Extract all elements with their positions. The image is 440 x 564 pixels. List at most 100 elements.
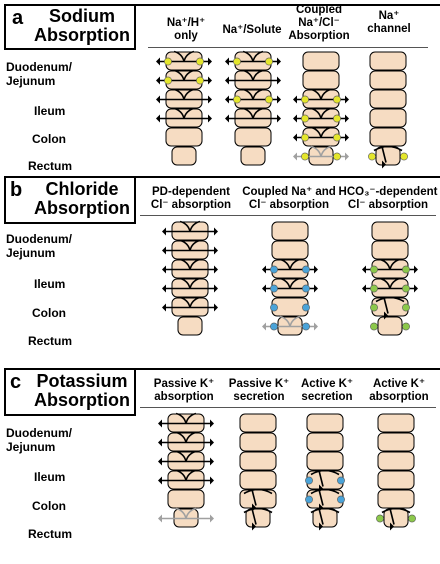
arrow-shaft — [389, 508, 395, 525]
arrow-head — [293, 95, 297, 104]
intestine-segment — [383, 508, 409, 528]
panel-potassium-absorption: c Potassium Absorption Passive K⁺ absorp… — [0, 364, 440, 551]
intestine-segment — [271, 240, 309, 260]
intestine-segment — [369, 51, 407, 71]
transport-arrow — [162, 220, 218, 236]
panel-b-column-header-1: PD-dependent Cl⁻ absorption — [140, 186, 242, 212]
panel-a-intestine-na-solute — [225, 50, 281, 166]
arrow-head — [225, 114, 229, 123]
arrow-head — [225, 95, 229, 104]
arrow-head — [162, 265, 166, 274]
panel-b-row-label-ileum: Ileum — [34, 277, 66, 291]
column-header-line: Na⁺ — [378, 10, 400, 22]
panel-a-row-label-ileum: Ileum — [34, 104, 66, 118]
transporter-dot — [270, 303, 278, 312]
arrow-branch — [310, 126, 332, 138]
arrow-head — [262, 265, 266, 274]
panel-c-title: Potassium Absorption — [30, 372, 134, 410]
panel-c-title-line-1: Potassium — [36, 371, 128, 391]
panel-b-row-label-colon: Colon — [32, 306, 66, 320]
arrow-head — [277, 95, 281, 104]
transporter-dot — [164, 76, 172, 85]
intestine-segment — [369, 127, 407, 147]
arrow-head — [362, 265, 366, 274]
arrow-branch — [310, 88, 332, 100]
panel-b-intestine-pd-dependent — [162, 220, 218, 336]
panel-b-title: Chloride Absorption — [30, 180, 134, 218]
arrow-head — [214, 246, 218, 255]
arrow-head — [210, 514, 214, 523]
arrow-head — [158, 476, 162, 485]
arrow-head — [345, 95, 349, 104]
intestine-segment — [377, 470, 415, 490]
panel-c-row-label-ileum: Ileum — [34, 470, 66, 484]
panel-b-letter: b — [10, 179, 23, 201]
column-header-line: only — [174, 30, 198, 42]
panel-c-intestine-active-absorption — [376, 413, 416, 531]
arrow-branch — [279, 277, 301, 289]
arrow-head — [210, 476, 214, 485]
transport-arrow — [310, 507, 340, 531]
arrow-shaft — [251, 508, 257, 525]
arrow-head — [345, 114, 349, 123]
arrow-curve — [381, 507, 411, 514]
arrow-head — [314, 265, 318, 274]
transport-arrow — [158, 431, 214, 447]
arrow-branch — [175, 450, 197, 462]
intestine-segment — [371, 221, 409, 241]
arrow-curve — [310, 507, 340, 514]
column-header-line: Active K⁺ — [372, 378, 426, 390]
intestine-segment — [239, 413, 277, 433]
panel-a-title-line-1: Sodium — [49, 6, 115, 26]
transporter-dot — [402, 265, 410, 274]
arrow-branch — [179, 296, 201, 308]
column-header-line: Cl⁻ absorption — [347, 199, 429, 211]
panel-b-row-label-rectum: Rectum — [28, 334, 73, 348]
arrow-branch — [173, 107, 195, 119]
panel-a-column-header-2: Na⁺/Solute — [214, 24, 290, 37]
column-header-line: PD-dependent — [152, 186, 230, 198]
panel-b-intestine-coupled-na-cl — [262, 221, 318, 336]
intestine-segment — [306, 432, 344, 452]
transport-arrow — [158, 412, 214, 428]
arrow-head — [208, 95, 212, 104]
arrow-head — [414, 265, 418, 274]
arrow-branch — [173, 88, 195, 100]
transporter-dot — [337, 495, 345, 504]
arrow-head — [162, 227, 166, 236]
arrow-head — [214, 227, 218, 236]
arrow-branch — [379, 258, 401, 270]
row-label-line: Duodenum/ — [6, 426, 72, 440]
panel-a-column-header-3: Coupled Na⁺/Cl⁻ Absorption — [284, 4, 354, 43]
column-header-line: Active K⁺ — [300, 378, 354, 390]
transport-arrow — [162, 239, 218, 255]
panel-c-column-header-2: Passive K⁺ secretion — [222, 378, 296, 404]
arrow-branch — [279, 315, 301, 327]
arrow-curve — [373, 145, 403, 152]
panel-c-row-label-colon: Colon — [32, 499, 66, 513]
transport-arrow — [243, 507, 273, 531]
panel-b-column-rule — [140, 215, 436, 216]
panel-b-top-rule — [136, 176, 440, 178]
intestine-segment — [377, 432, 415, 452]
arrow-head — [345, 133, 349, 142]
arrow-curve — [243, 507, 273, 514]
arrow-branch — [173, 50, 195, 62]
intestine-segment — [234, 127, 272, 147]
row-label-line: Duodenum/ — [6, 232, 72, 246]
column-header-line: Na⁺/Solute — [222, 24, 282, 36]
arrow-shaft — [318, 508, 324, 525]
column-header-line: absorption — [369, 391, 429, 403]
column-header-line: Cl⁻ absorption — [248, 199, 330, 211]
panel-a-row-label-duodenum: Duodenum/ Jejunum — [6, 60, 72, 88]
arrow-head — [414, 284, 418, 293]
arrow-head — [210, 419, 214, 428]
arrow-head — [158, 514, 162, 523]
arrow-head — [277, 76, 281, 85]
arrow-head — [158, 457, 162, 466]
transporter-dot — [301, 133, 309, 142]
transporter-dot — [370, 284, 378, 293]
transporter-dot — [302, 322, 310, 331]
arrow-curve — [310, 469, 340, 476]
arrow-head — [208, 57, 212, 66]
